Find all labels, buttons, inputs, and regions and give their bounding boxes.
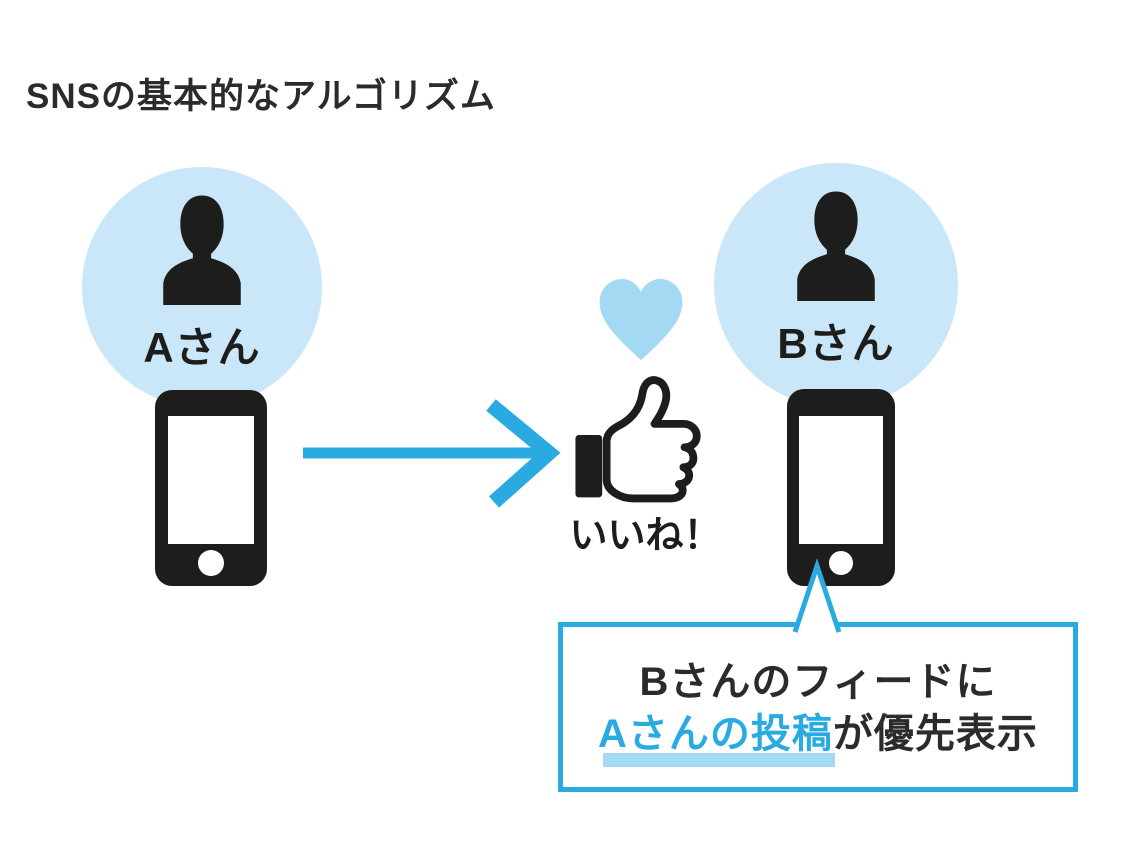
person-a-circle: Aさん <box>82 167 322 407</box>
person-icon <box>163 195 241 305</box>
callout-line2-rest: が優先表示 <box>832 712 1038 756</box>
person-b-circle: Bさん <box>714 163 958 407</box>
callout-text: Bさんのフィードに Aさんの投稿が優先表示 <box>563 656 1073 760</box>
callout-box: Bさんのフィードに Aさんの投稿が優先表示 <box>558 622 1078 792</box>
person-b-label: Bさん <box>777 320 895 367</box>
callout-line1: Bさんのフィードに <box>639 660 997 704</box>
callout-pointer <box>792 558 842 633</box>
page-title: SNSの基本的なアルゴリズム <box>26 77 496 116</box>
like-label: いいね！ <box>569 515 722 557</box>
callout-line2-highlight: Aさんの投稿 <box>598 712 833 756</box>
person-a-label: Aさん <box>143 324 261 371</box>
smartphone-icon <box>155 390 267 586</box>
person-icon <box>797 191 875 301</box>
callout-underline <box>603 753 835 767</box>
smartphone-icon <box>787 389 895 586</box>
arrow-right-icon <box>303 399 561 508</box>
heart-icon <box>599 279 683 361</box>
thumbs-up-icon <box>575 376 701 503</box>
